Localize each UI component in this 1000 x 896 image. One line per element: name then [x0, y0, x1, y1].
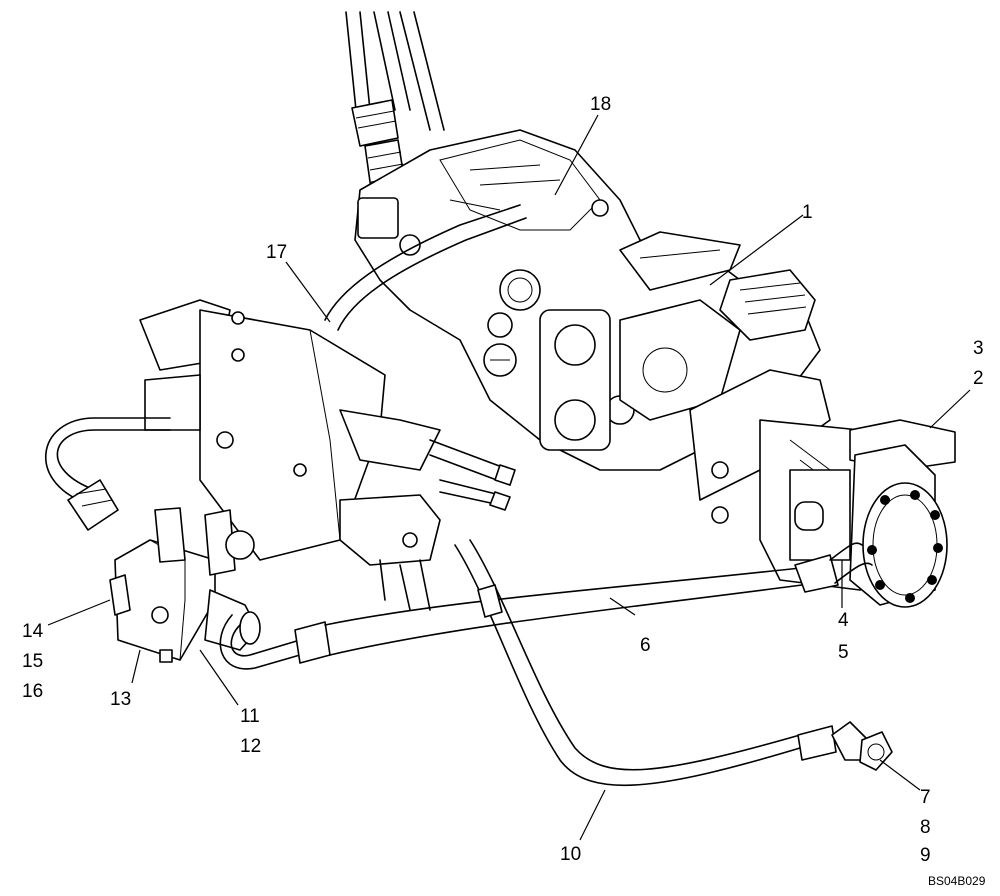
- callout-7: 7: [920, 787, 931, 808]
- callout-2: 2: [973, 368, 984, 389]
- callout-15: 15: [22, 651, 43, 672]
- callout-3: 3: [973, 338, 984, 359]
- return-hose: [219, 542, 873, 670]
- manifold-block: [109, 507, 261, 663]
- callout-17: 17: [266, 242, 287, 263]
- callout-8: 8: [920, 817, 931, 838]
- callout-13: 13: [110, 689, 131, 710]
- control-valve-block: [139, 299, 516, 611]
- callout-18: 18: [590, 94, 611, 115]
- callout-6: 6: [640, 635, 651, 656]
- callout-9: 9: [920, 845, 931, 866]
- drain-hose: [454, 539, 893, 787]
- callout-1: 1: [802, 202, 813, 223]
- figure-code: BS04B029: [928, 874, 986, 888]
- callout-5: 5: [838, 642, 849, 663]
- callout-14: 14: [22, 621, 44, 642]
- callout-16: 16: [22, 681, 43, 702]
- drive-motor: [689, 369, 956, 608]
- callouts: 18 1 17 3 2 4 5 6 7 8 9 10 11 12 13 14 1…: [22, 94, 986, 888]
- main-pump-housing: [354, 129, 821, 471]
- leader-lines: [47, 114, 971, 841]
- callout-11: 11: [240, 706, 260, 727]
- callout-12: 12: [240, 736, 261, 757]
- callout-4: 4: [838, 610, 849, 631]
- callout-10: 10: [560, 844, 581, 865]
- left-loop-hose: [44, 417, 171, 531]
- pressure-hose: [324, 204, 527, 331]
